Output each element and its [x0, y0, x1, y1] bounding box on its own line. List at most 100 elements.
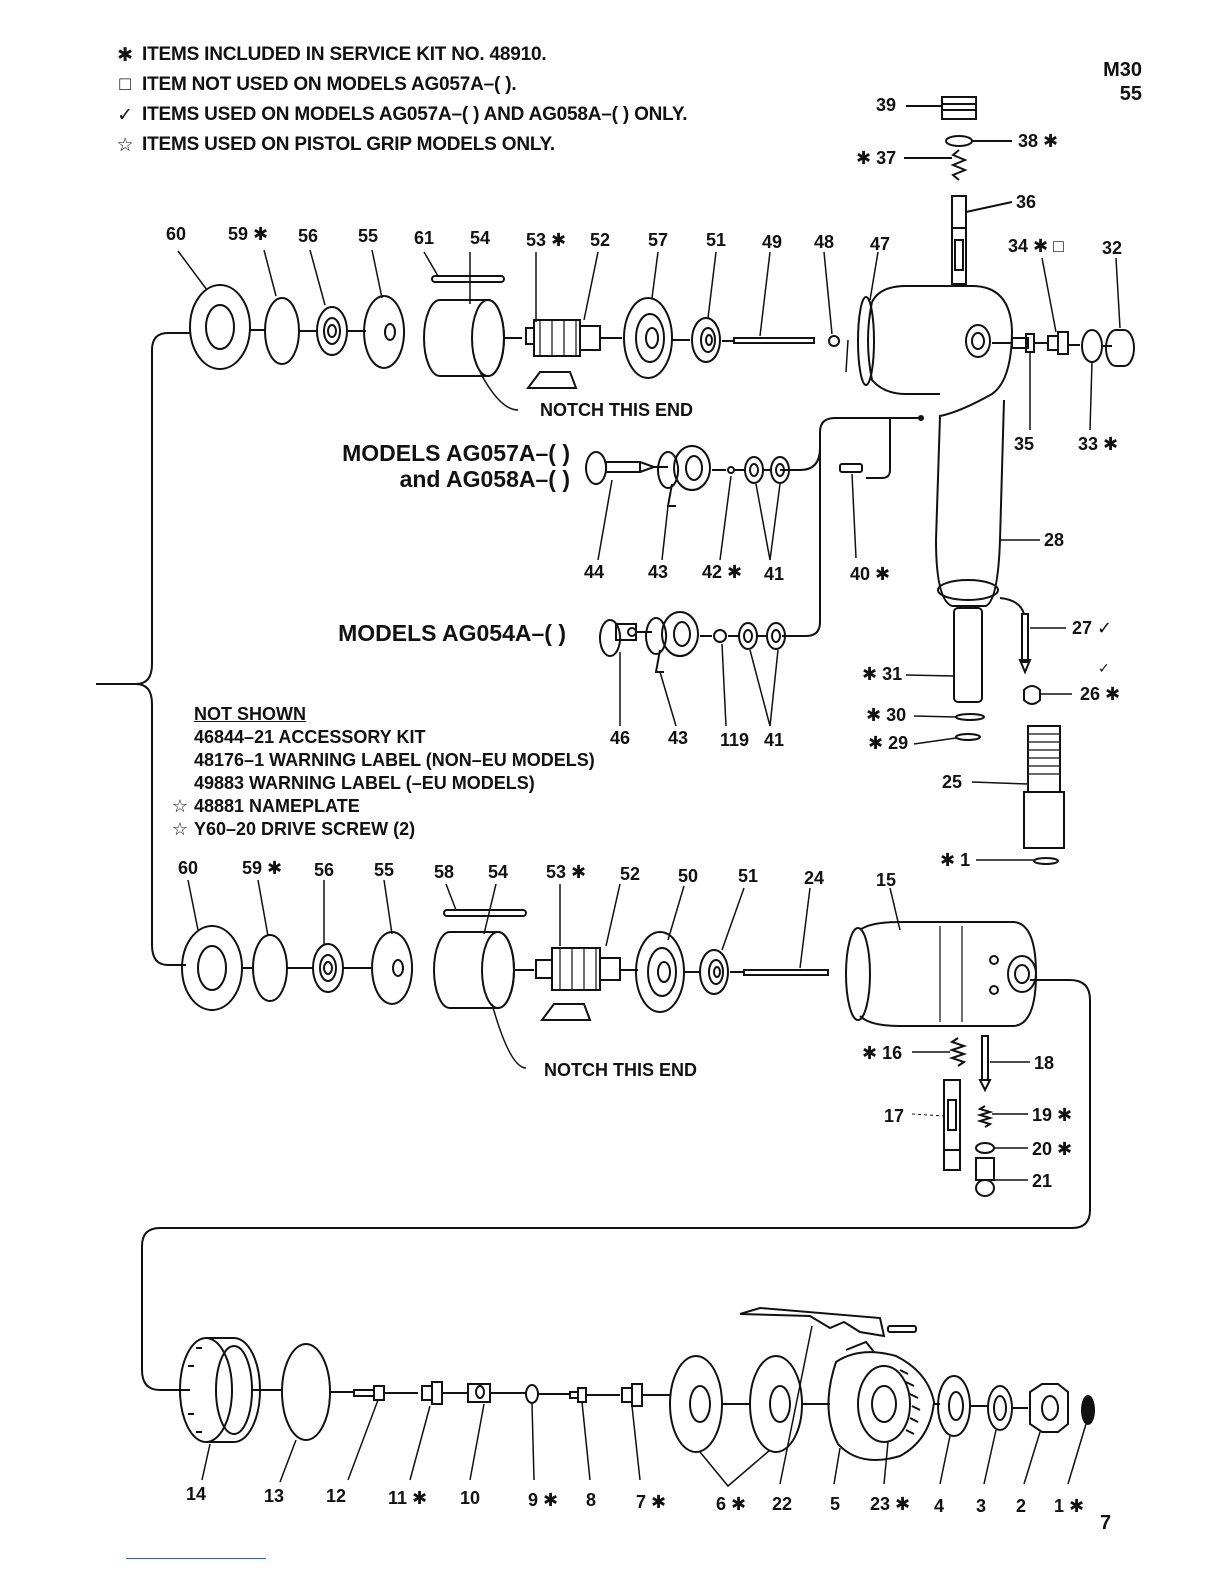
asterisk-icon: ✱ — [117, 45, 133, 66]
part-17-throttle-valve — [911, 1079, 961, 1171]
callout-18: 18 — [1034, 1053, 1055, 1073]
part-18-valve-stem — [978, 1035, 1030, 1093]
part-46-reverse-valve — [599, 619, 637, 726]
callout-32: 32 — [1102, 238, 1123, 258]
part-3-spacer — [983, 1385, 1013, 1485]
callout-48: 48 — [814, 232, 835, 252]
part-55-rear-end-plate — [363, 249, 406, 369]
part-20-o-ring — [975, 1142, 1028, 1154]
page-number: 7 — [1100, 1512, 1112, 1534]
part-35-screw — [1011, 333, 1035, 430]
part-49-spacer — [733, 251, 815, 344]
legend-row-pistol-grip: ☆ ITEMS USED ON PISTOL GRIP MODELS ONLY. — [114, 134, 814, 164]
left-bracket — [96, 332, 190, 966]
part-56-bearing — [309, 249, 348, 356]
not-shown-header: NOT SHOWN — [194, 704, 306, 724]
callout-26-mark: ✓ — [1098, 660, 1110, 676]
callout-19: 19 ✱ — [1032, 1105, 1073, 1125]
part-39-valve-cap — [906, 96, 977, 120]
callout-44: 44 — [584, 562, 605, 582]
models-ag057-line2: and AG058A–( ) — [399, 466, 570, 492]
callout-54-b: 54 — [488, 862, 509, 882]
part-42-ball — [719, 466, 735, 561]
part-60-end-plate — [177, 250, 251, 370]
footer-rule — [126, 1558, 266, 1559]
notch-label-upper: NOTCH THIS END — [540, 400, 693, 420]
legend-text: ITEMS USED ON MODELS AG057A–( ) AND AG05… — [142, 104, 688, 125]
connector-line-lower — [141, 979, 1091, 1391]
part-1-o-ring-b — [1067, 1395, 1095, 1485]
callout-50: 50 — [678, 866, 699, 886]
callout-41-b: 41 — [764, 730, 785, 750]
callout-56: 56 — [298, 226, 319, 246]
callout-22: 22 — [772, 1494, 793, 1514]
callout-23: 23 ✱ — [870, 1494, 911, 1514]
callout-49: 49 — [762, 232, 783, 252]
not-shown-item: 46844–21 ACCESSORY KIT — [194, 727, 426, 747]
callout-27: 27 ✓ — [1072, 618, 1113, 638]
callout-38: 38 ✱ — [1018, 131, 1059, 151]
callout-56-b: 56 — [314, 860, 335, 880]
part-44-reverse-valve — [585, 451, 657, 561]
connector-line-40 — [866, 418, 891, 479]
legend-row-used-only: ✓ ITEMS USED ON MODELS AG057A–( ) AND AG… — [114, 104, 814, 134]
callout-59-b: 59 ✱ — [242, 858, 283, 878]
part-60-end-plate-b — [181, 879, 243, 1011]
not-shown-item: 49883 WARNING LABEL (–EU MODELS) — [194, 773, 535, 793]
callout-4: 4 — [934, 1496, 945, 1516]
callout-5: 5 — [830, 1494, 841, 1514]
callout-35: 35 — [1014, 434, 1035, 454]
callout-8: 8 — [586, 1490, 597, 1510]
callout-25: 25 — [942, 772, 963, 792]
part-59-shim — [263, 249, 300, 365]
part-40-pin — [839, 463, 863, 559]
legend-text: ITEMS INCLUDED IN SERVICE KIT NO. 48910. — [142, 44, 547, 65]
callout-53: 53 ✱ — [526, 230, 567, 250]
callout-52-b: 52 — [620, 864, 641, 884]
callout-51: 51 — [706, 230, 727, 250]
part-13-shim — [279, 1343, 331, 1483]
callout-37: ✱ 37 — [856, 148, 897, 168]
part-21-plug — [975, 1157, 1028, 1197]
callout-59: 59 ✱ — [228, 224, 269, 244]
part-55-rear-end-plate-b — [371, 879, 414, 1005]
callout-53-b: 53 ✱ — [546, 862, 587, 882]
callout-36: 36 — [1016, 192, 1037, 212]
callout-30: ✱ 30 — [866, 705, 907, 725]
legend-text: ITEM NOT USED ON MODELS AG057A–( ). — [142, 74, 517, 95]
callout-42: 42 ✱ — [702, 562, 743, 582]
callout-31: ✱ 31 — [862, 664, 903, 684]
callout-21: 21 — [1032, 1171, 1053, 1191]
part-27-tilt-valve — [999, 597, 1032, 675]
part-36-throttle-valve — [951, 195, 1013, 285]
star-icon: ☆ — [171, 819, 189, 839]
part-41-o-rings-a — [744, 456, 790, 561]
part-57-front-end-plate — [623, 251, 673, 379]
part-1-o-ring-a — [976, 857, 1059, 865]
models-ag057-title: MODELS AG057A–( ) and AG058A–( ) — [318, 440, 570, 492]
callout-34: 34 ✱ □ — [1008, 236, 1064, 256]
page-ref-line1: M30 — [1103, 59, 1142, 81]
legend: ✱ ITEMS INCLUDED IN SERVICE KIT NO. 4891… — [114, 44, 814, 164]
part-9-o-ring — [525, 1384, 539, 1481]
callout-13: 13 — [264, 1486, 285, 1506]
callout-9: 9 ✱ — [528, 1490, 559, 1510]
notch-label-lower: NOTCH THIS END — [544, 1060, 697, 1080]
callout-51-b: 51 — [738, 866, 759, 886]
part-8-screw — [569, 1387, 591, 1481]
not-shown-list: NOT SHOWN 46844–21 ACCESSORY KIT 48176–1… — [170, 704, 595, 842]
part-37-spring — [950, 149, 968, 181]
part-28-housing — [845, 251, 1040, 607]
part-48-ball — [823, 251, 840, 347]
callout-46: 46 — [610, 728, 631, 748]
callout-26: 26 ✱ — [1080, 684, 1121, 704]
callout-119: 119 — [720, 730, 750, 750]
part-19-spring — [976, 1105, 994, 1128]
part-54-cylinder-b — [433, 883, 527, 1069]
models-ag057-line1: MODELS AG057A–( ) — [342, 440, 570, 466]
part-26-seat — [1023, 685, 1072, 705]
callout-40: 40 ✱ — [850, 564, 891, 584]
callout-2: 2 — [1016, 1496, 1027, 1516]
callout-60-b: 60 — [178, 858, 199, 878]
